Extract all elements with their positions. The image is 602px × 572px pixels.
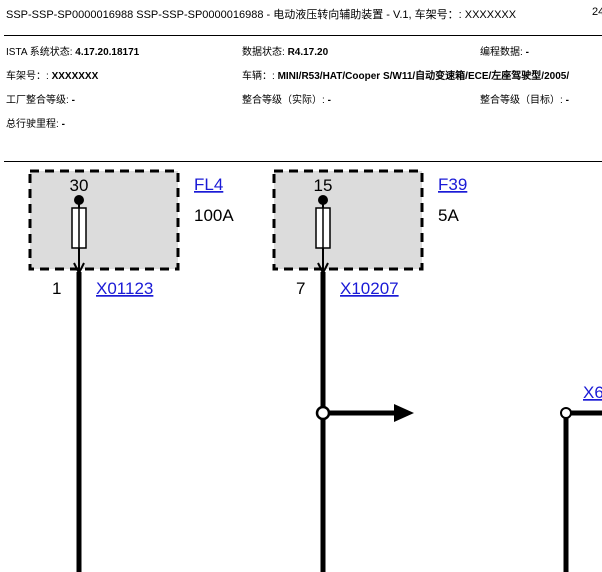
data-status: 数据状态: R4.17.20 [242, 43, 328, 58]
target-integration-value: - [565, 95, 569, 106]
fuse-f39-pin: 15 [314, 176, 333, 195]
ista-status-label: ISTA 系统状态: [6, 47, 76, 58]
target-integration-level: 整合等级（目标）: - [480, 91, 569, 106]
total-mileage: 总行驶里程: - [6, 115, 65, 130]
vin-label: 车架号：: [6, 71, 52, 82]
ista-status-value: 4.17.20.18171 [75, 47, 140, 58]
fuse-f39-box [272, 169, 424, 271]
info-rule [4, 161, 602, 162]
arrow-right-icon[interactable] [394, 404, 414, 422]
total-mileage-label: 总行驶里程: [6, 119, 62, 130]
vin-field: 车架号：: XXXXXXX [6, 67, 98, 82]
fuse-fl4-link[interactable]: FL4 [194, 175, 223, 194]
vin-value: XXXXXXX [51, 71, 99, 82]
fuse-fl4-rating: 100A [194, 206, 234, 225]
data-status-value: R4.17.20 [287, 47, 329, 58]
factory-integration-level: 工厂整合等级: - [6, 91, 75, 106]
factory-integration-label: 工厂整合等级: [6, 95, 72, 106]
factory-integration-value: - [71, 95, 75, 106]
right-junction-node [560, 407, 572, 419]
header-rule [4, 35, 602, 36]
vehicle-value: MINI/R53/HAT/Cooper S/W11/自动变速箱/ECE/左座驾驶… [277, 71, 570, 82]
target-integration-label: 整合等级（目标）: [480, 95, 566, 106]
ista-status: ISTA 系统状态: 4.17.20.18171 [6, 43, 139, 58]
right-connector-link[interactable]: X6 [583, 383, 602, 402]
actual-integration-label: 整合等级（实际）: [242, 95, 328, 106]
fuse-fl4-out-pin: 1 [52, 279, 61, 298]
connector-x01123-link[interactable]: X01123 [96, 279, 153, 298]
programming-data: 编程数据: - [480, 43, 529, 58]
programming-data-label: 编程数据: [480, 47, 526, 58]
document-title: SSP-SSP-SP0000016988 SSP-SSP-SP000001698… [6, 9, 517, 21]
connector-x10207-link[interactable]: X10207 [340, 279, 399, 298]
fuse-f39-out-pin: 7 [296, 279, 305, 298]
fuse-f39-link[interactable]: F39 [438, 175, 467, 194]
vehicle-label: 车辆：: [242, 71, 278, 82]
fuse-f39-rating: 5A [438, 206, 459, 225]
fuse-fl4-pin: 30 [70, 176, 89, 195]
vehicle-field: 车辆：: MINI/R53/HAT/Cooper S/W11/自动变速箱/ECE… [242, 67, 569, 82]
programming-data-value: - [525, 47, 529, 58]
actual-integration-level: 整合等级（实际）: - [242, 91, 331, 106]
fuse-fl4-box [28, 169, 180, 271]
junction-node [315, 405, 331, 421]
data-status-label: 数据状态: [242, 47, 288, 58]
page-number: 24 [592, 6, 602, 18]
total-mileage-value: - [61, 119, 65, 130]
actual-integration-value: - [327, 95, 331, 106]
